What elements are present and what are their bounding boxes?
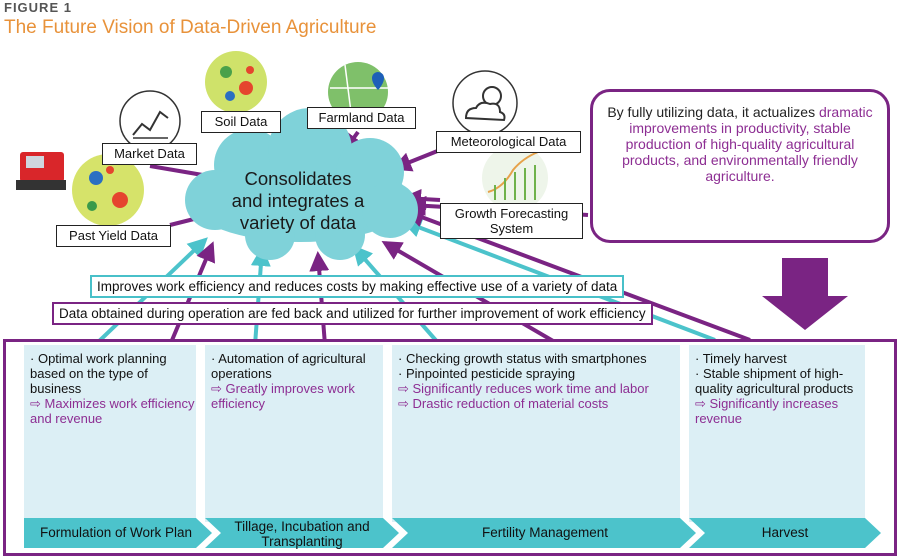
source-label: Meteorological Data bbox=[450, 134, 567, 149]
stage-panel-fertility bbox=[392, 345, 680, 522]
bullet-line: · Optimal work planning based on the typ… bbox=[30, 351, 167, 396]
bullet-text: Timely harvest bbox=[702, 351, 787, 366]
growth-chart-icon bbox=[482, 145, 548, 211]
source-growth-forecasting: Growth Forecasting System bbox=[440, 203, 583, 239]
stage-text-fertility: · Checking growth status with smartphone… bbox=[398, 351, 680, 411]
result-text: Significantly increases revenue bbox=[695, 396, 839, 426]
source-farmland-data: Farmland Data bbox=[307, 107, 416, 129]
soil-map-icon bbox=[205, 51, 267, 113]
source-market-data: Market Data bbox=[102, 143, 197, 165]
stage-tab-work-plan bbox=[24, 518, 212, 548]
efficiency-banner: Improves work efficiency and reduces cos… bbox=[90, 275, 625, 298]
stage-panel-work-plan bbox=[24, 345, 196, 522]
stage-tab-fertility bbox=[392, 518, 696, 548]
line-chart-icon bbox=[119, 90, 181, 152]
bullet-text: Checking growth status with smartphones bbox=[405, 351, 647, 366]
feedback-banner: Data obtained during operation are fed b… bbox=[52, 302, 653, 325]
bullet-line: · Automation of agricultural operations bbox=[211, 351, 366, 381]
stage-text-tillage: · Automation of agricultural operations … bbox=[211, 351, 381, 411]
vision-highlight: dramatic improvements in productivity, s… bbox=[622, 104, 873, 184]
source-label: Growth Forecasting System bbox=[454, 206, 569, 236]
stage-name-harvest: Harvest bbox=[761, 525, 809, 540]
cloud-caption: Consolidates and integrates a variety of… bbox=[231, 168, 365, 233]
vision-box bbox=[590, 89, 890, 243]
source-label: Past Yield Data bbox=[69, 228, 158, 243]
result-line: ⇨ Drastic reduction of material costs bbox=[398, 396, 609, 411]
bullet-line: · Pinpointed pesticide spraying bbox=[398, 366, 576, 381]
result-line: ⇨ Significantly increases revenue bbox=[695, 396, 839, 426]
stage-tab-harvest bbox=[689, 518, 881, 548]
stage-text-harvest: · Timely harvest · Stable shipment of hi… bbox=[695, 351, 863, 426]
stage-text-work-plan: · Optimal work planning based on the typ… bbox=[30, 351, 195, 426]
vision-statement: By fully utilizing data, it actualizes d… bbox=[600, 104, 880, 184]
source-label: Market Data bbox=[114, 146, 185, 161]
result-text: Greatly improves work efficiency bbox=[211, 381, 355, 411]
vision-intro: By fully utilizing data, it actualizes bbox=[607, 104, 819, 120]
combine-harvester-icon bbox=[16, 152, 66, 190]
cloud-shape bbox=[185, 108, 418, 260]
result-text: Maximizes work efficiency and revenue bbox=[30, 396, 195, 426]
result-text: Drastic reduction of material costs bbox=[412, 396, 609, 411]
result-line: ⇨ Maximizes work efficiency and revenue bbox=[30, 396, 195, 426]
result-text: Significantly reduces work time and labo… bbox=[412, 381, 649, 396]
source-past-yield-data: Past Yield Data bbox=[56, 225, 171, 247]
source-meteorological-data: Meteorological Data bbox=[436, 131, 581, 153]
figure-title: The Future Vision of Data-Driven Agricul… bbox=[4, 17, 377, 38]
stage-name-work-plan: Formulation of Work Plan bbox=[39, 525, 193, 540]
sun-cloud-icon bbox=[452, 70, 518, 136]
stage-panel-tillage bbox=[205, 345, 383, 522]
source-label: Soil Data bbox=[214, 114, 268, 129]
bullet-text: Stable shipment of high-quality agricult… bbox=[695, 366, 854, 396]
source-label: Farmland Data bbox=[318, 110, 405, 125]
result-line: ⇨ Significantly reduces work time and la… bbox=[398, 381, 649, 396]
source-soil-data: Soil Data bbox=[201, 111, 281, 133]
bullet-text: Optimal work planning based on the type … bbox=[30, 351, 167, 396]
bullet-line: · Timely harvest bbox=[695, 351, 787, 366]
bullet-text: Automation of agricultural operations bbox=[211, 351, 366, 381]
stage-tab-tillage bbox=[205, 518, 399, 548]
purple-arrow-2 bbox=[309, 251, 330, 346]
stage-name-tillage: Tillage, Incubation and Transplanting bbox=[234, 519, 370, 549]
bullet-text: Pinpointed pesticide spraying bbox=[405, 366, 576, 381]
stage-name-fertility: Fertility Management bbox=[481, 525, 609, 540]
stage-panel-harvest bbox=[689, 345, 865, 522]
bullet-line: · Stable shipment of high-quality agricu… bbox=[695, 366, 854, 396]
yield-map-icon bbox=[72, 154, 144, 226]
result-line: ⇨ Greatly improves work efficiency bbox=[211, 381, 355, 411]
figure-label: FIGURE 1 bbox=[4, 0, 72, 15]
bullet-line: · Checking growth status with smartphone… bbox=[398, 351, 647, 366]
down-arrow bbox=[762, 258, 848, 330]
